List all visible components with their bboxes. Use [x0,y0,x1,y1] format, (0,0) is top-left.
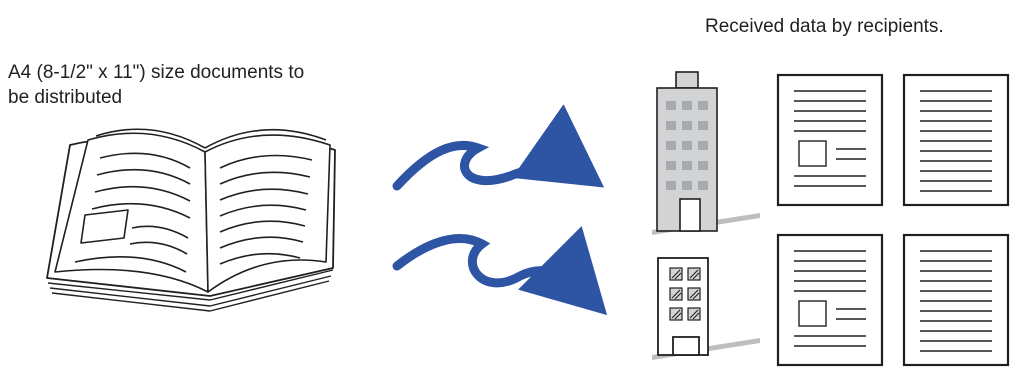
curved-arrow-icon [397,145,582,186]
tall-office-building-icon [652,72,760,235]
open-book-icon [47,129,335,311]
document-page-icon [904,75,1008,205]
document-page-icon [778,75,882,205]
document-page-icon [778,235,882,365]
small-building-icon [652,258,760,360]
document-page-icon [904,235,1008,365]
curved-arrow-icon [397,239,588,296]
